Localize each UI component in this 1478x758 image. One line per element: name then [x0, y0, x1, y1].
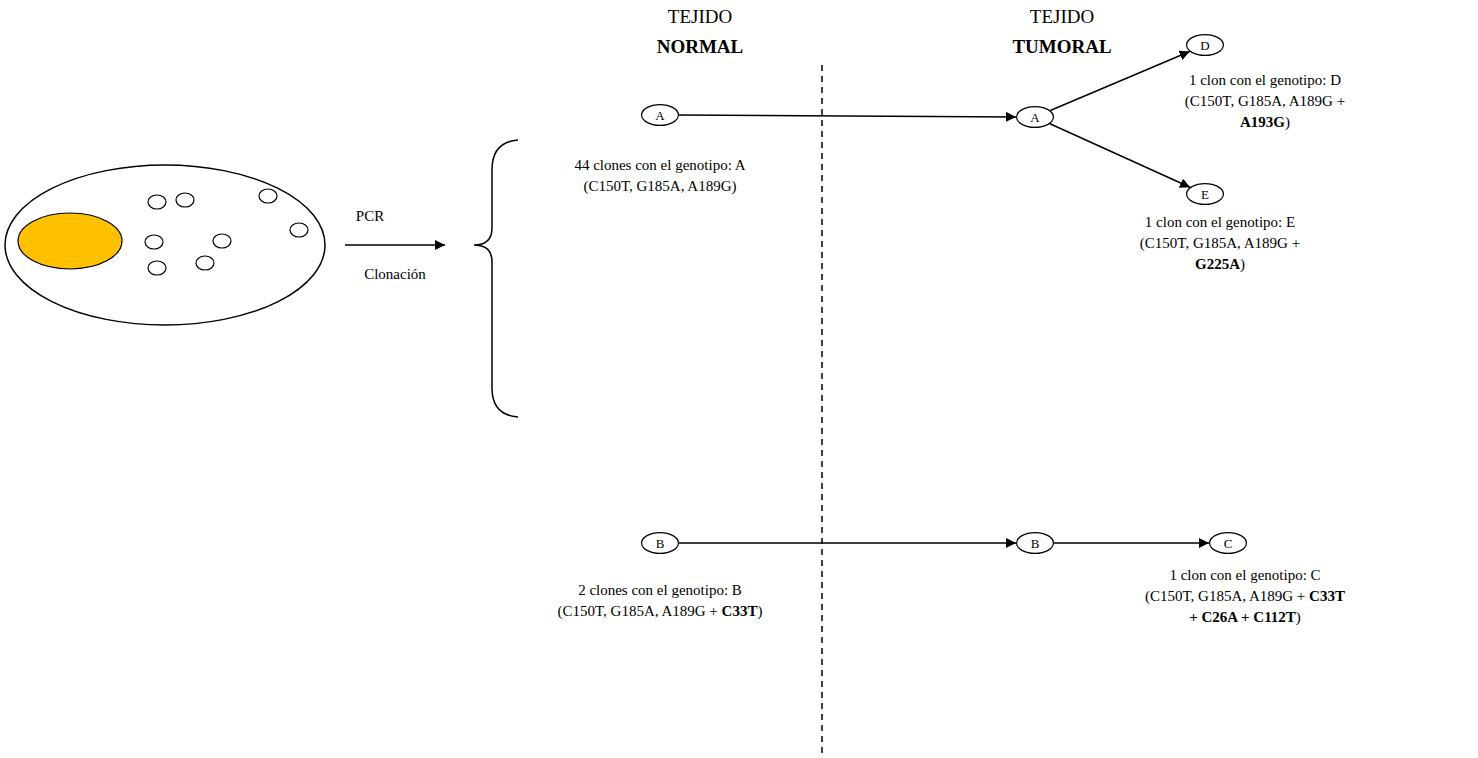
- clone-oval: A: [1016, 106, 1054, 128]
- label-line: 1 clon con el genotipo: E: [1140, 212, 1300, 233]
- oval-shape: [642, 105, 679, 126]
- label-line: 1 clon con el genotipo: D: [1185, 70, 1345, 91]
- cell-outline: [5, 165, 325, 325]
- annotation-text: ): [757, 603, 762, 619]
- label-group: 44 clones con el genotipo: A (C150T, G185…: [574, 155, 745, 197]
- annotation-text: (C150T, G185A, A189G +: [1145, 588, 1305, 604]
- label-group: 1 clon con el genotipo: C (C150T, G185A, …: [1145, 565, 1345, 628]
- mitochondrion: [290, 223, 308, 237]
- clone-letter: C: [1224, 536, 1233, 551]
- clone-oval: B: [641, 532, 679, 554]
- arrow-connector: [1050, 51, 1189, 110]
- annotation-text: Clonación: [364, 266, 426, 282]
- mitochondrion: [176, 193, 194, 207]
- annotation-text: ): [1285, 114, 1290, 130]
- annotation-text: (C150T, G185A, A189G +: [558, 603, 718, 619]
- mutation-text: A193G: [1240, 114, 1285, 130]
- clone-oval: E: [1186, 183, 1224, 205]
- oval-shape: [1187, 184, 1224, 205]
- label-line: TEJIDO: [1012, 2, 1111, 32]
- oval-shape: [1210, 533, 1247, 554]
- clone-letter: A: [655, 108, 664, 123]
- arrow-connector: [679, 115, 1016, 117]
- label-group: 1 clon con el genotipo: E (C150T, G185A, …: [1140, 212, 1300, 275]
- annotation-text: TEJIDO: [1030, 6, 1094, 27]
- label-group: PCR: [356, 206, 384, 226]
- label-line: A193G): [1185, 112, 1345, 133]
- process-arrow: [345, 244, 445, 246]
- clone-letter: A: [1030, 110, 1039, 125]
- mutation-text: C33T: [722, 603, 758, 619]
- mitochondrion: [145, 235, 163, 249]
- label-line: 44 clones con el genotipo: A: [574, 155, 745, 176]
- label-line: 2 clones con el genotipo: B: [558, 580, 763, 601]
- annotation-text: ): [1240, 256, 1245, 272]
- annotation-text: 1 clon con el genotipo: C: [1169, 567, 1320, 583]
- mutation-text: NORMAL: [657, 36, 744, 57]
- annotation-text: (C150T, G185A, A189G): [583, 178, 736, 194]
- mitochondrion: [148, 261, 166, 275]
- annotation-text: 2 clones con el genotipo: B: [578, 582, 742, 598]
- label-group: 1 clon con el genotipo: D (C150T, G185A, …: [1185, 70, 1345, 133]
- label-line: TEJIDO: [657, 2, 744, 32]
- label-line: Clonación: [364, 264, 426, 284]
- label-line: (C150T, G185A, A189G): [574, 176, 745, 197]
- label-line: (C150T, G185A, A189G +C33T): [558, 601, 763, 622]
- label-group: TEJIDO NORMAL: [657, 2, 744, 62]
- label-line: NORMAL: [657, 32, 744, 62]
- clone-letter: B: [1031, 536, 1040, 551]
- label-line: PCR: [356, 206, 384, 226]
- mutation-text: C33T: [1309, 588, 1345, 604]
- oval-shape: [1017, 533, 1054, 554]
- clone-oval: D: [1186, 34, 1224, 56]
- cell-nucleus: [18, 213, 122, 269]
- mutation-text: G225A: [1195, 256, 1240, 272]
- label-line: + C26A + C112T): [1145, 607, 1345, 628]
- divider-line: [821, 65, 823, 758]
- label-line: (C150T, G185A, A189G +: [1185, 91, 1345, 112]
- annotation-text: (C150T, G185A, A189G +: [1185, 93, 1345, 109]
- arrow-connector: [1050, 124, 1190, 187]
- clone-oval: B: [1016, 532, 1054, 554]
- mitochondrion: [148, 195, 166, 209]
- label-group: TEJIDO TUMORAL: [1012, 2, 1111, 62]
- label-line: 1 clon con el genotipo: C: [1145, 565, 1345, 586]
- mitochondria: [145, 189, 308, 275]
- arrow-connector: [1054, 542, 1209, 544]
- clone-oval: C: [1209, 532, 1247, 554]
- label-group: Clonación: [364, 264, 426, 284]
- oval-shape: [642, 533, 679, 554]
- mitochondrion: [259, 189, 277, 203]
- mitochondrion: [213, 234, 231, 248]
- label-line: TUMORAL: [1012, 32, 1111, 62]
- annotation-text: 1 clon con el genotipo: D: [1189, 72, 1341, 88]
- mutation-text: + C26A + C112T: [1189, 609, 1296, 625]
- annotation-text: PCR: [356, 208, 384, 224]
- mutation-text: TUMORAL: [1012, 36, 1111, 57]
- annotation-text: 1 clon con el genotipo: E: [1145, 214, 1295, 230]
- mitochondrion: [196, 256, 214, 270]
- annotation-text: ): [1296, 609, 1301, 625]
- annotation-text: TEJIDO: [668, 6, 732, 27]
- oval-shape: [1187, 35, 1224, 56]
- arrow-connector: [679, 542, 1016, 544]
- clone-letter: D: [1200, 38, 1209, 53]
- label-line: G225A): [1140, 254, 1300, 275]
- annotation-text: 44 clones con el genotipo: A: [574, 157, 745, 173]
- clone-letter: B: [656, 536, 665, 551]
- oval-shape: [1017, 107, 1054, 128]
- annotation-text: (C150T, G185A, A189G +: [1140, 235, 1300, 251]
- label-line: (C150T, G185A, A189G +C33T: [1145, 586, 1345, 607]
- clone-oval: A: [641, 104, 679, 126]
- curly-brace: [474, 140, 518, 417]
- label-line: (C150T, G185A, A189G +: [1140, 233, 1300, 254]
- clone-letter: E: [1201, 187, 1209, 202]
- label-group: 2 clones con el genotipo: B (C150T, G185A…: [558, 580, 763, 622]
